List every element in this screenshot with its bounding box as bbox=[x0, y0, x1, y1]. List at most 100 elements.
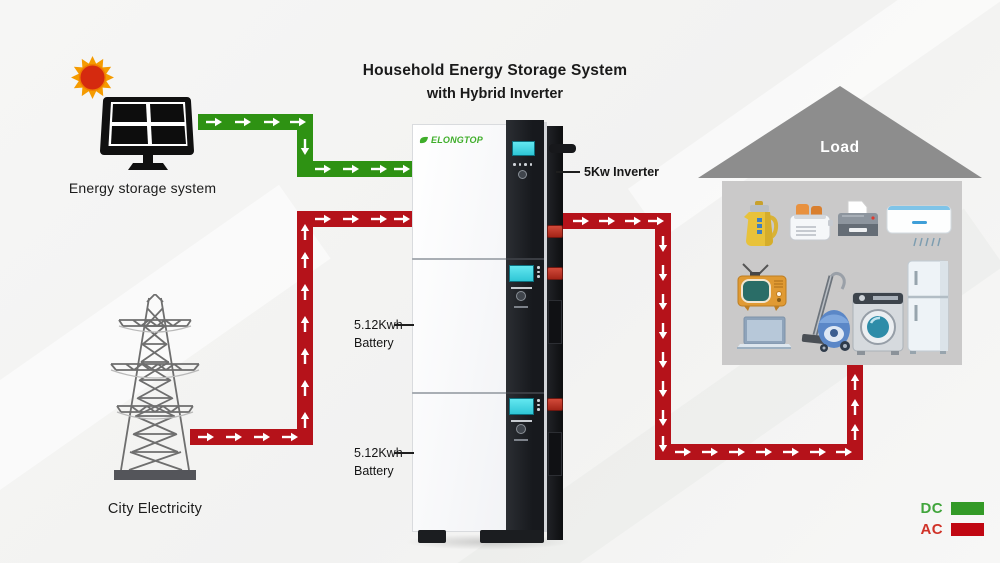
flow-arrow-icon bbox=[300, 380, 310, 396]
printer-icon bbox=[838, 200, 878, 236]
indicator-lights bbox=[513, 163, 532, 166]
unit-edge-highlight bbox=[544, 122, 547, 532]
leaf-icon bbox=[419, 136, 428, 144]
house-roof bbox=[698, 86, 982, 178]
battery1-button bbox=[516, 291, 526, 301]
legend-dc-swatch bbox=[951, 502, 984, 515]
battery2-label: 5.12Kwh Battery bbox=[354, 444, 403, 480]
flow-arrow-icon bbox=[300, 412, 310, 428]
dc-connector bbox=[547, 398, 563, 411]
flow-arrow-icon bbox=[300, 139, 310, 155]
flow-arrow-icon bbox=[300, 348, 310, 364]
flow-arrow-icon bbox=[625, 216, 641, 226]
rail-detail bbox=[548, 432, 562, 476]
battery2-button bbox=[516, 424, 526, 434]
flow-arrow-icon bbox=[300, 252, 310, 268]
flow-arrow-icon bbox=[658, 410, 668, 426]
air-conditioner-icon bbox=[886, 205, 952, 247]
flow-arrow-icon bbox=[836, 447, 852, 457]
legend-dc-label: DC bbox=[920, 500, 943, 517]
load-label: Load bbox=[820, 139, 860, 156]
battery2-capacity: 5.12Kwh bbox=[354, 446, 403, 460]
inverter-button bbox=[518, 170, 527, 179]
battery2-lcd-screen bbox=[509, 398, 534, 415]
flow-arrow-icon bbox=[850, 424, 860, 440]
panel-detail bbox=[514, 306, 528, 308]
legend-ac-swatch bbox=[951, 523, 984, 536]
flow-arrow-icon bbox=[235, 117, 251, 127]
unit-foot bbox=[480, 530, 544, 543]
brand-logo: ELONGTOP bbox=[419, 135, 483, 145]
flow-arrow-icon bbox=[300, 224, 310, 240]
panel-detail bbox=[511, 287, 532, 289]
brand-name: ELONGTOP bbox=[431, 135, 483, 145]
sun-icon bbox=[71, 56, 114, 99]
battery2-leader-line bbox=[394, 452, 414, 454]
flow-arrow-icon bbox=[315, 164, 331, 174]
flow-arrow-icon bbox=[300, 316, 310, 332]
flow-arrow-icon bbox=[648, 216, 664, 226]
grid-caption: City Electricity bbox=[107, 501, 203, 517]
washing-machine-icon bbox=[852, 292, 904, 355]
solar-caption: Energy storage system bbox=[68, 180, 217, 196]
tv-icon bbox=[737, 263, 787, 311]
battery1-label: 5.12Kwh Battery bbox=[354, 316, 403, 352]
flow-arrow-icon bbox=[282, 432, 298, 442]
flow-arrow-icon bbox=[290, 117, 306, 127]
unit-section-divider bbox=[412, 392, 507, 394]
flow-arrow-icon bbox=[264, 117, 280, 127]
unit-section-divider bbox=[412, 258, 507, 260]
diagram-title: Household Energy Storage System with Hyb… bbox=[295, 62, 695, 102]
flow-arrow-icon bbox=[206, 117, 222, 127]
unit-handle bbox=[549, 144, 576, 153]
inverter-label: 5Kw Inverter bbox=[584, 165, 660, 179]
flow-arrow-icon bbox=[573, 216, 589, 226]
toaster-icon bbox=[789, 204, 833, 241]
battery1-leader-line bbox=[394, 324, 414, 326]
title-line-2: with Hybrid Inverter bbox=[426, 86, 564, 102]
panel-detail bbox=[511, 420, 532, 422]
flow-arrow-icon bbox=[658, 294, 668, 310]
flow-arrow-icon bbox=[315, 214, 331, 224]
inverter-unit-front bbox=[412, 124, 506, 532]
flow-arrow-icon bbox=[394, 164, 410, 174]
battery1-word: Battery bbox=[354, 336, 394, 350]
flow-arrow-icon bbox=[756, 447, 772, 457]
transmission-tower-icon bbox=[110, 294, 200, 480]
flow-arrow-icon bbox=[300, 284, 310, 300]
dc-connector bbox=[547, 267, 563, 280]
laptop-icon bbox=[737, 316, 791, 349]
indicator-lights bbox=[537, 266, 540, 278]
battery2-word: Battery bbox=[354, 464, 394, 478]
flow-arrow-icon bbox=[371, 214, 387, 224]
flow-arrow-icon bbox=[658, 323, 668, 339]
legend-ac-label: AC bbox=[920, 521, 943, 538]
inverter-unit-side-panel bbox=[506, 120, 544, 532]
panel-detail bbox=[514, 439, 528, 441]
battery1-lcd-screen bbox=[509, 265, 534, 282]
flow-arrow-icon bbox=[675, 447, 691, 457]
flow-arrow-icon bbox=[658, 352, 668, 368]
flow-arrow-icon bbox=[658, 265, 668, 281]
unit-foot bbox=[418, 530, 446, 543]
flow-arrow-icon bbox=[810, 447, 826, 457]
flow-arrow-icon bbox=[254, 432, 270, 442]
flow-arrow-icon bbox=[343, 214, 359, 224]
inverter-leader-line bbox=[556, 171, 580, 173]
unit-section-divider bbox=[506, 258, 544, 260]
flow-arrow-icon bbox=[850, 399, 860, 415]
solar-panel-icon bbox=[100, 97, 194, 170]
flow-arrow-icon bbox=[226, 432, 242, 442]
title-line-1: Household Energy Storage System bbox=[362, 62, 628, 79]
indicator-lights bbox=[537, 399, 540, 411]
rail-detail bbox=[548, 300, 562, 344]
inverter-lcd-screen bbox=[512, 141, 535, 156]
dc-flow-path bbox=[198, 114, 414, 177]
kettle-icon bbox=[744, 201, 779, 246]
refrigerator-icon bbox=[907, 260, 949, 354]
flow-arrow-icon bbox=[729, 447, 745, 457]
flow-arrow-icon bbox=[850, 374, 860, 390]
flow-arrow-icon bbox=[702, 447, 718, 457]
dc-connector bbox=[547, 225, 563, 238]
